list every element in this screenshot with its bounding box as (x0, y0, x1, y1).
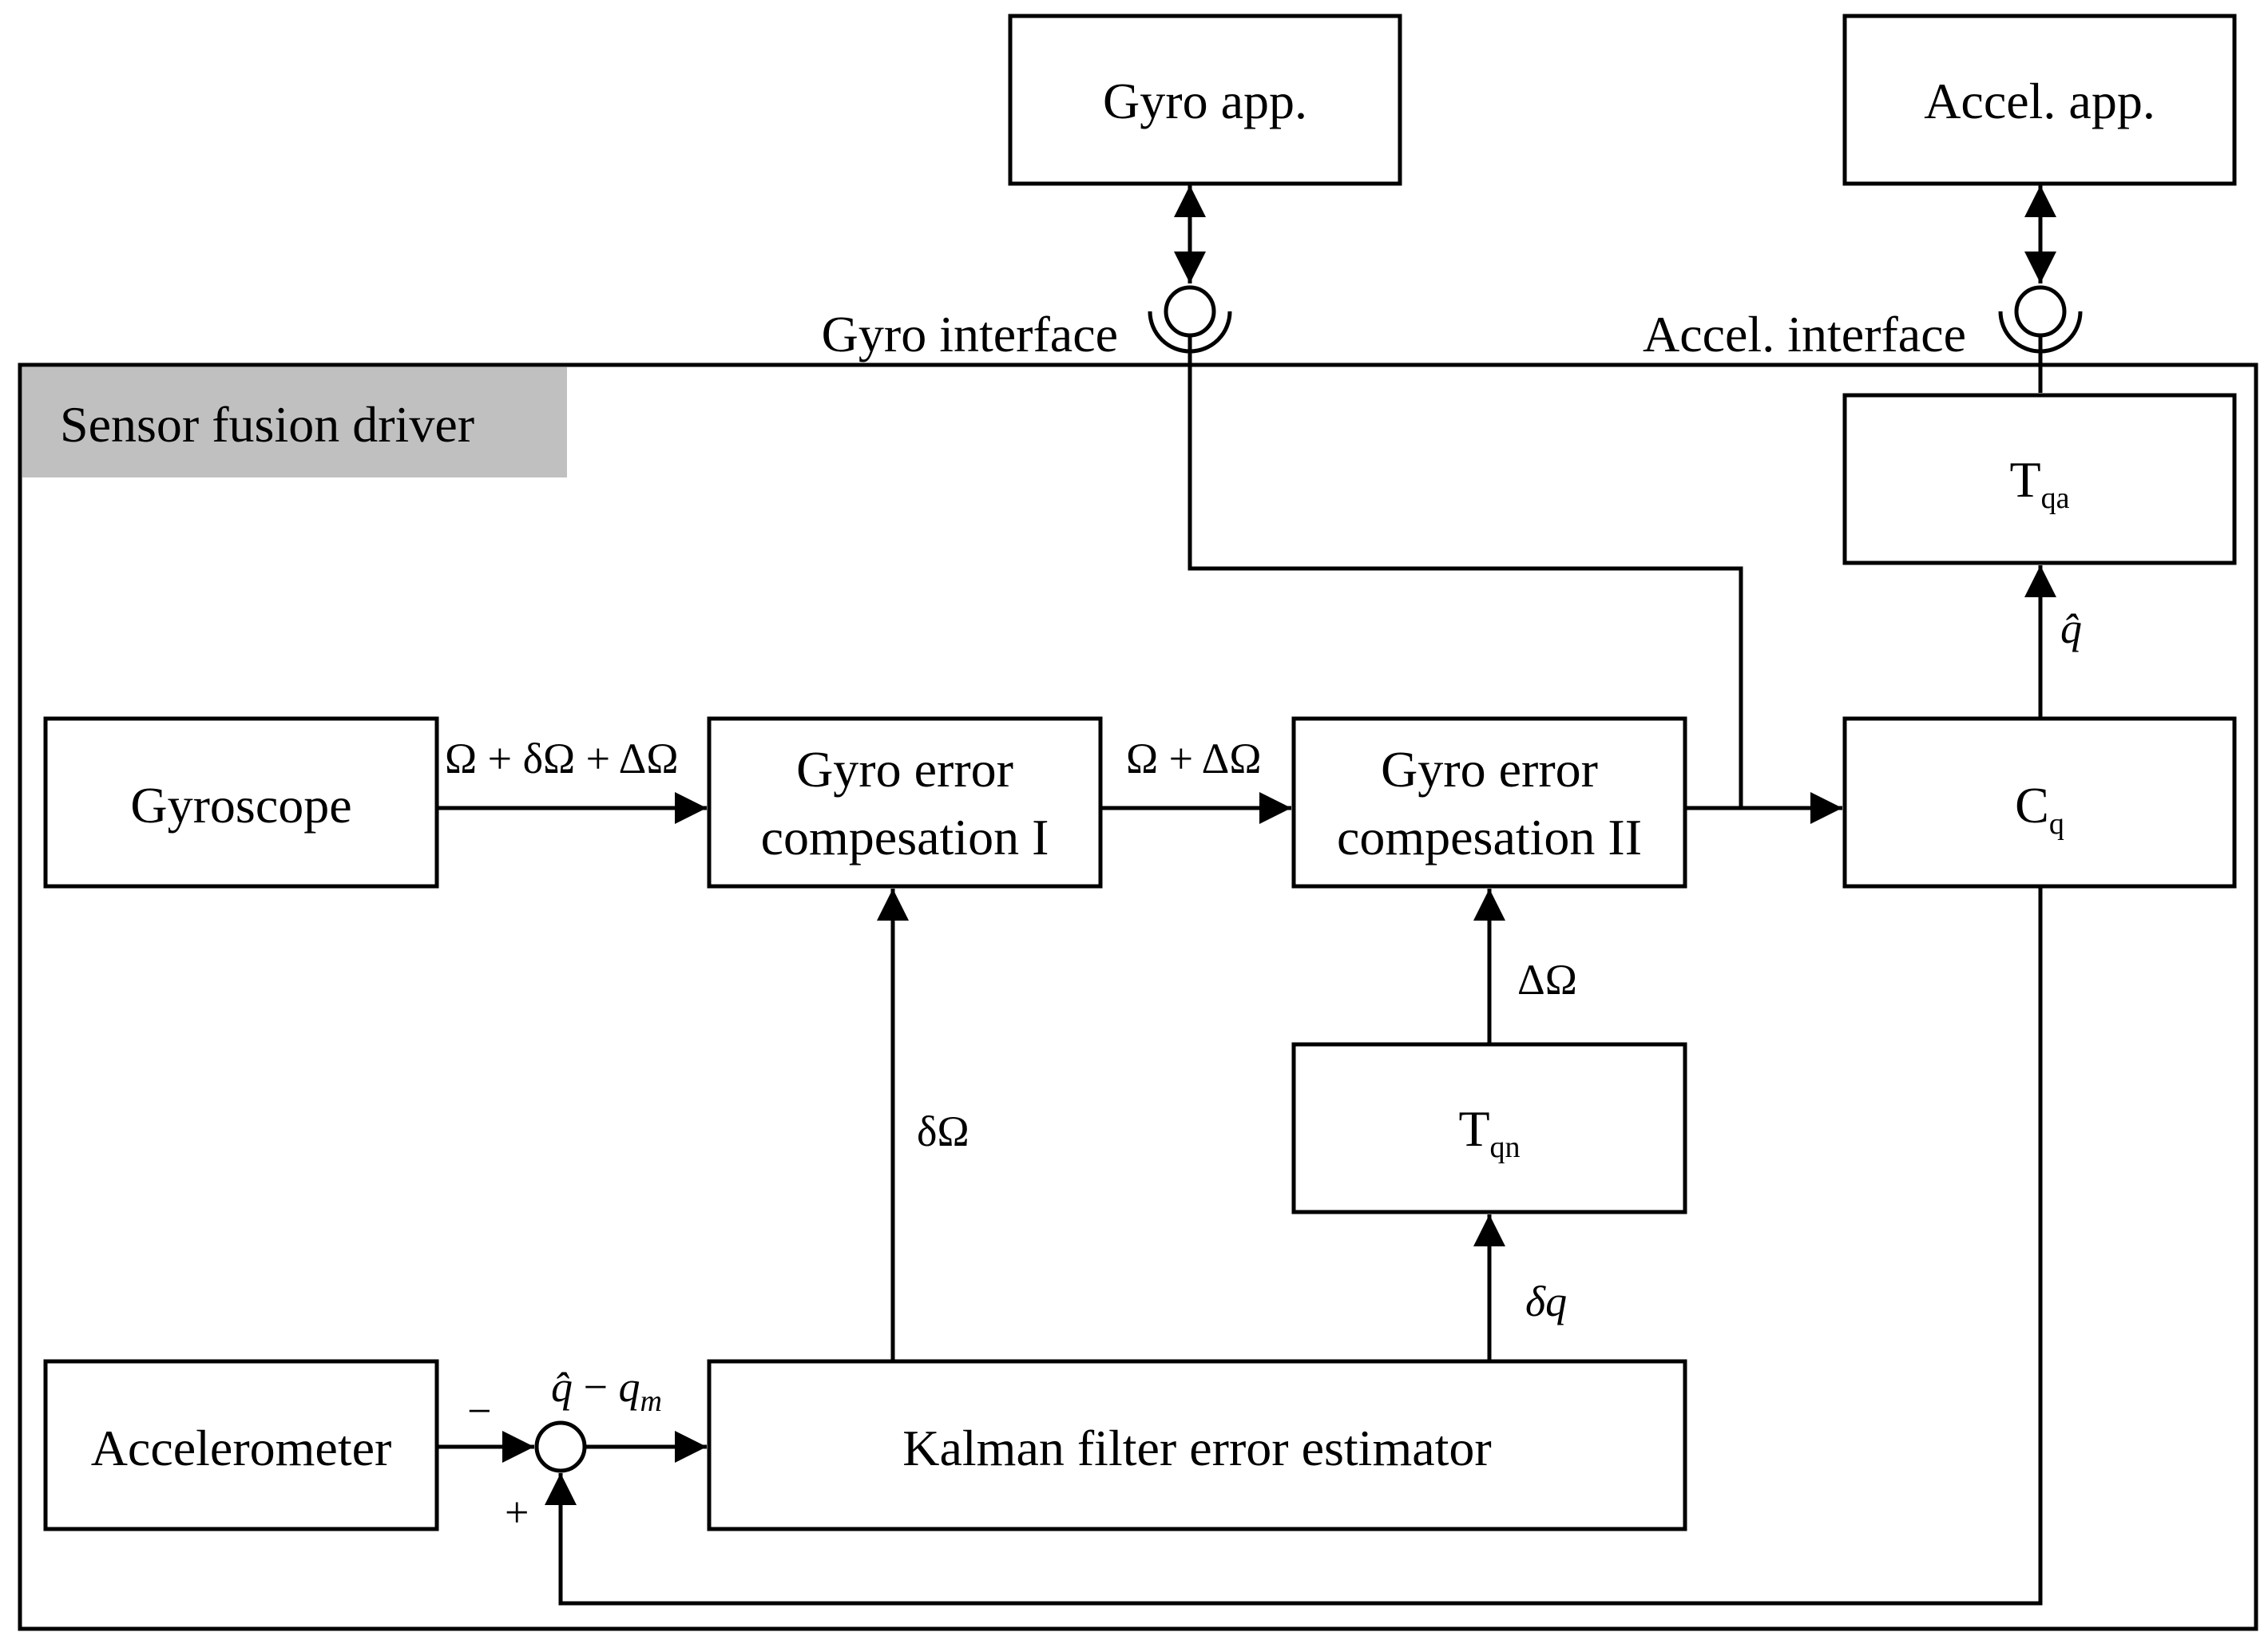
signal-error: q̂ − qm (551, 1363, 662, 1418)
gyro-interface-tap-line (1188, 335, 1743, 808)
gyroscope-block: Gyroscope (43, 716, 439, 889)
junction-plus-sign: + (505, 1488, 529, 1536)
gyro-compensation-2-block: Gyro error compesation II (1291, 716, 1687, 889)
gyro-comp-1-line-1: Gyro error (796, 741, 1013, 798)
signal-q-hat: q̂ (2060, 604, 2082, 652)
signal-gyro-partial: Ω + ΔΩ (1126, 735, 1261, 782)
tqa-block: Tqa (1842, 393, 2237, 565)
gyroscope-label: Gyroscope (130, 777, 351, 834)
accelerometer-block: Accelerometer (43, 1359, 439, 1531)
signal-gyro-raw: Ω + δΩ + ΔΩ (445, 735, 679, 782)
kalman-filter-block: Kalman filter error estimator (707, 1359, 1687, 1531)
driver-title: Sensor fusion driver (60, 396, 474, 453)
gyro-comp-2-line-1: Gyro error (1381, 741, 1598, 798)
gyro-compensation-1-block: Gyro error compesation I (707, 716, 1103, 889)
signal-delta-omega-big: ΔΩ (1517, 956, 1577, 1004)
gyro-app-box: Gyro app. (1008, 14, 1402, 186)
signal-delta-q: δq (1525, 1278, 1567, 1325)
cq-feedback-arrow (545, 886, 2043, 1606)
gyro-app-label: Gyro app. (1103, 73, 1307, 129)
tqn-block: Tqn (1291, 1042, 1687, 1214)
accel-interface-label: Accel. interface (1643, 306, 1966, 362)
kalman-filter-label: Kalman filter error estimator (902, 1420, 1491, 1476)
signal-delta-omega-small: δΩ (917, 1107, 969, 1155)
gyro-comp-1-line-2: compesation I (761, 809, 1049, 866)
junction-minus-sign: − (467, 1387, 491, 1435)
tqn-label: Tqn (1458, 1100, 1520, 1164)
cq-label: Cq (2015, 777, 2064, 841)
gyro-comp-2-line-2: compesation II (1337, 809, 1642, 866)
accelerometer-label: Accelerometer (91, 1420, 392, 1476)
driver-title-background (22, 367, 567, 477)
accel-app-box: Accel. app. (1842, 14, 2237, 186)
accel-app-label: Accel. app. (1924, 73, 2155, 129)
tqa-label: Tqa (2010, 451, 2070, 515)
cq-block: Cq (1842, 716, 2237, 889)
gyro-interface-label: Gyro interface (822, 306, 1118, 362)
